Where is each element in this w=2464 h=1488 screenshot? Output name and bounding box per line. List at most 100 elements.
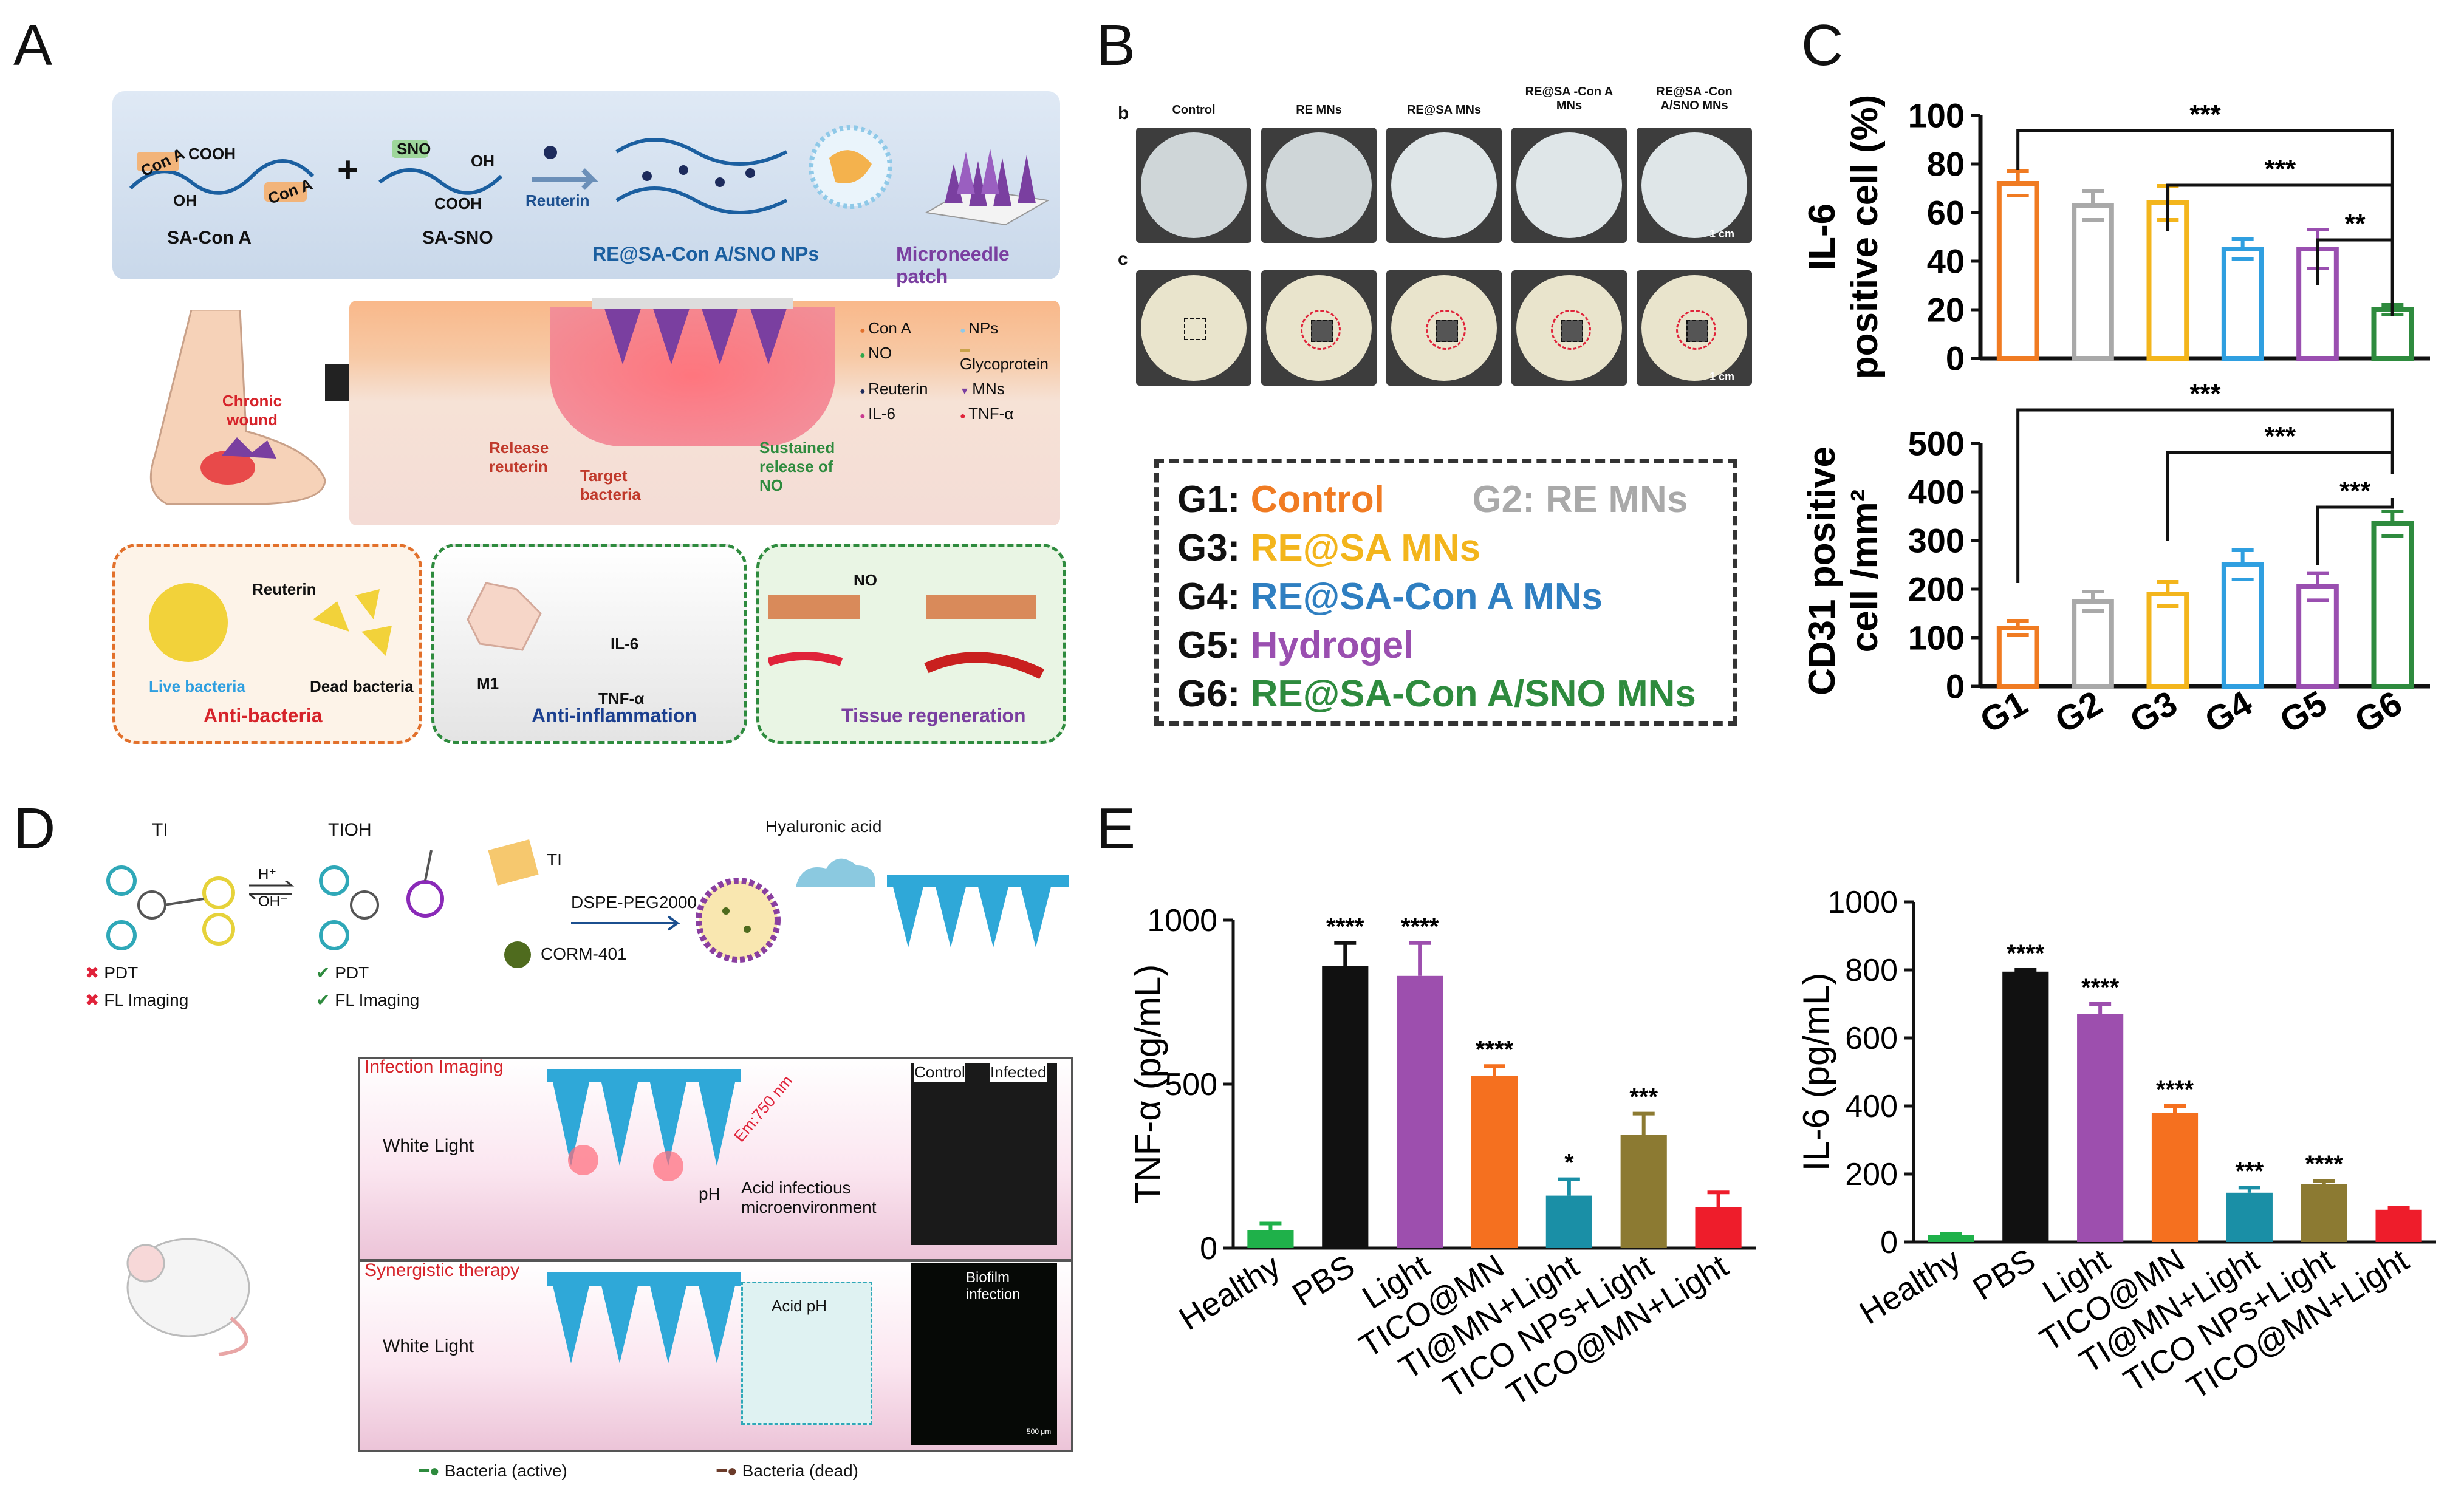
- np-icon: [809, 125, 892, 209]
- bar: [1247, 1230, 1294, 1248]
- y-tick-label: 400: [1908, 473, 1965, 511]
- white-light-1: White Light: [383, 1136, 474, 1156]
- bar: [2221, 247, 2264, 361]
- legend-g5: G5: Hydrogel: [1177, 624, 1414, 666]
- c-top-ylabel-2: positive cell (%): [1844, 95, 1886, 380]
- ti-small-label: TI: [547, 850, 562, 869]
- live-bacteria-icon: [149, 583, 228, 662]
- y-tick-label: 0: [1946, 340, 1965, 378]
- anti-inflammation-title: Anti-inflammation: [532, 705, 697, 726]
- agar-plate-photo: [1511, 128, 1627, 243]
- oh-label: OH: [173, 191, 197, 210]
- sa-sno-label: SA-SNO: [422, 228, 493, 248]
- bar: [2371, 307, 2414, 361]
- bar: [1928, 1235, 1974, 1242]
- nanoparticle-icon: [696, 878, 781, 963]
- panel-a: Con A Con A COOH OH SA-Con A + SNO OH CO…: [106, 91, 1066, 771]
- bar: [2002, 971, 2049, 1242]
- plate-column-label: RE@SA -Con A/SNO MNs: [1656, 85, 1733, 112]
- y-tick-label: 1000: [1827, 885, 1898, 920]
- y-tick-label: 800: [1845, 953, 1898, 988]
- scale-bar-label: 1 cm: [1709, 370, 1735, 383]
- infected-label: Infected: [990, 1063, 1047, 1082]
- significance-label: ***: [2189, 379, 2221, 409]
- acid-ph-inset: [741, 1282, 872, 1425]
- y-tick-label: 60: [1927, 194, 1965, 232]
- bar: [2072, 599, 2114, 689]
- mouse-illustration: [126, 1238, 250, 1356]
- agar-plate-photo: [1136, 128, 1251, 243]
- ti-crystal-icon: [488, 839, 539, 886]
- arrow-icon-2: [571, 915, 682, 931]
- release-reuterin-label: Release reuterin: [489, 439, 549, 476]
- reuterin-label-box: Reuterin: [252, 580, 317, 598]
- agar-plate-photo: [1136, 270, 1251, 386]
- category-label: G2: [2048, 683, 2109, 741]
- legend-reuterin: ● Reuterin: [860, 380, 928, 398]
- dead-bacteria-label: Dead bacteria: [310, 677, 414, 695]
- no-label: NO: [854, 571, 877, 589]
- panel-d: TI TIOH H⁺ OH⁻ ✖ PDT ✖ FL Imaging ✔ PDT …: [73, 808, 1075, 1482]
- anti-inflammation-box: [431, 544, 747, 744]
- category-label: G1: [1974, 683, 2035, 741]
- agar-plate-photo: [1511, 270, 1627, 386]
- y-tick-label: 80: [1927, 145, 1965, 183]
- oh-minus: OH⁻: [258, 893, 288, 910]
- mn-imaging-icon: [547, 1069, 741, 1181]
- sa-sno-structure: [378, 140, 503, 195]
- y-tick-label: 100: [1908, 619, 1965, 657]
- significance-label: ****: [2156, 1076, 2194, 1103]
- patch-label: Microneedle patch: [896, 243, 1010, 287]
- legend-g4: G4: RE@SA-Con A MNs: [1177, 576, 1603, 618]
- legend-no: ● NO: [860, 344, 892, 362]
- bar: [1322, 966, 1369, 1248]
- legend-g1-g2: G1: Control G2: RE MNs: [1177, 479, 1688, 520]
- y-tick-label: 20: [1927, 291, 1965, 329]
- y-tick-label: 200: [1908, 570, 1965, 609]
- tioh-structure: [319, 850, 444, 950]
- panel-label-e: E: [1097, 796, 1136, 861]
- ph-label: pH: [699, 1184, 720, 1203]
- equilibrium-arrow-icon: [249, 881, 295, 899]
- tnf-label: TNF-α: [598, 689, 645, 708]
- mn-array-icon: [887, 875, 1069, 947]
- significance-label: ****: [2007, 940, 2045, 967]
- significance-label: ****: [1476, 1036, 1514, 1063]
- category-label: Healthy: [1173, 1247, 1287, 1337]
- legend-tnf: ● TNF-α: [960, 404, 1014, 423]
- y-tick-label: 500: [1165, 1067, 1217, 1102]
- ti-fl: ✖ FL Imaging: [85, 991, 189, 1009]
- panel-label-a: A: [13, 13, 53, 78]
- foot-illustration: [149, 310, 326, 505]
- significance-label: ***: [1629, 1084, 1658, 1111]
- reuterin-dot: [544, 146, 557, 159]
- agar-plate-photo: [1261, 128, 1377, 243]
- significance-bracket: [2166, 451, 2394, 541]
- category-label: PBS: [1966, 1241, 2041, 1307]
- agar-plate-photo: [1637, 270, 1752, 386]
- sno-tag: SNO: [397, 140, 431, 158]
- bacteria-active-legend: ━● Bacteria (active): [419, 1461, 567, 1480]
- plate-column-label: RE@SA -Con A MNs: [1525, 85, 1614, 112]
- significance-bracket: [2316, 238, 2394, 316]
- il6-label: IL-6: [611, 635, 639, 653]
- tissue-icon: [768, 595, 1045, 680]
- e-right-ylabel: IL-6 (pg/mL): [1796, 973, 1836, 1172]
- y-tick-label: 300: [1908, 522, 1965, 560]
- y-tick-label: 0: [1880, 1225, 1898, 1260]
- microneedle-patch-icon: [925, 149, 1050, 226]
- significance-label: *: [1564, 1150, 1574, 1176]
- y-tick-label: 0: [1200, 1231, 1217, 1266]
- bar: [2371, 521, 2414, 689]
- significance-label: ***: [2265, 421, 2296, 451]
- y-tick-label: 0: [1946, 667, 1965, 706]
- y-tick-label: 500: [1908, 425, 1965, 463]
- corm-icon: [504, 941, 531, 968]
- category-label: G6: [2348, 683, 2409, 741]
- category-label: PBS: [1286, 1247, 1361, 1313]
- wound-region: [550, 307, 835, 446]
- panel-label-d: D: [13, 796, 56, 861]
- significance-label: ***: [2236, 1158, 2264, 1184]
- plate-column-label: RE MNs: [1296, 103, 1342, 117]
- significance-label: ****: [2305, 1151, 2344, 1178]
